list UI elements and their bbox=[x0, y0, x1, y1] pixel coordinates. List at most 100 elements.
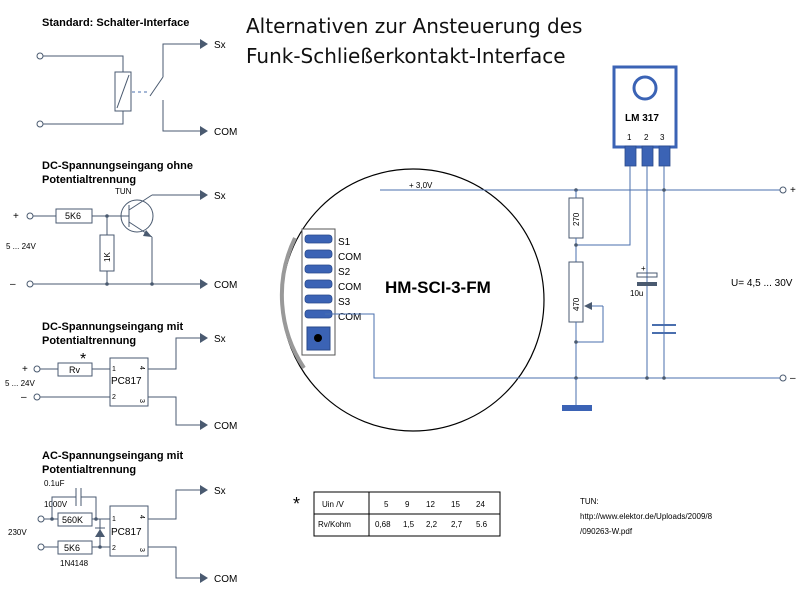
ac-voltage: 230V bbox=[8, 528, 27, 537]
section4-header-1: AC-Spannungseingang mit bbox=[42, 450, 184, 462]
cap-plus: + bbox=[641, 264, 646, 273]
table-cell: 5 bbox=[384, 500, 389, 509]
ac-cap-label: 0.1uF bbox=[44, 479, 65, 488]
resistor-rv-label: Rv bbox=[69, 365, 80, 375]
transistor-label: TUN bbox=[115, 187, 132, 196]
module-pin-label-com2: COM bbox=[338, 282, 361, 293]
module-pin-label-s3: S3 bbox=[338, 297, 351, 308]
note-line-2: http://www.elektor.de/Uploads/2009/8 bbox=[580, 512, 713, 521]
regulator-pin-3: 3 bbox=[660, 133, 665, 142]
table-cell: 2,7 bbox=[451, 520, 463, 529]
regulator-lm317 bbox=[612, 65, 678, 167]
output-minus: – bbox=[790, 373, 796, 384]
section2-sx: Sx bbox=[214, 191, 226, 202]
table-cell: 5.6 bbox=[476, 520, 488, 529]
ac-terminal-1 bbox=[37, 515, 45, 523]
pin-3-label: 3 bbox=[138, 399, 145, 403]
section1-com: COM bbox=[214, 127, 237, 138]
pin-s2 bbox=[304, 264, 333, 274]
ground-bar bbox=[562, 405, 592, 411]
arrow-com-icon bbox=[200, 573, 208, 583]
pin-4-label: 4 bbox=[138, 515, 145, 519]
switch-contact bbox=[149, 76, 164, 97]
arrow-sx-icon bbox=[200, 333, 208, 343]
potentiometer-470 bbox=[568, 261, 584, 323]
diode-1n4148 bbox=[95, 529, 105, 537]
module-pin-label-com3: COM bbox=[338, 312, 361, 323]
pin-1-label: 1 bbox=[112, 366, 116, 373]
input-terminal-1 bbox=[36, 52, 44, 60]
table-cell: 15 bbox=[451, 500, 460, 509]
ac-terminal-2 bbox=[37, 543, 45, 551]
section1-sx: Sx bbox=[214, 40, 226, 51]
pin-2-label: 2 bbox=[112, 394, 116, 401]
transistor-tun bbox=[120, 199, 154, 233]
pin-3-label: 3 bbox=[138, 548, 145, 552]
regulator-pin-2: 2 bbox=[644, 133, 649, 142]
pot-470-label: 470 bbox=[572, 297, 581, 311]
resistor-1k-label: 1K bbox=[103, 252, 112, 262]
cap-10u-label: 10u bbox=[630, 289, 643, 298]
title-line-1: Alternativen zur Ansteuerung des bbox=[246, 14, 582, 38]
section2-com: COM bbox=[214, 280, 237, 291]
section3-voltage: 5 ... 24V bbox=[5, 379, 35, 388]
resistor-560k-label: 560K bbox=[62, 515, 83, 525]
regulator-pin-1: 1 bbox=[627, 133, 632, 142]
optocoupler-label-1: PC817 bbox=[111, 376, 142, 387]
optocoupler-pc817-ac bbox=[109, 505, 149, 557]
mounting-hole-icon bbox=[632, 75, 658, 101]
section4-sx: Sx bbox=[214, 486, 226, 497]
dc-direct-circuit bbox=[26, 190, 208, 289]
section2-minus: – bbox=[10, 279, 16, 290]
capacitor-10u bbox=[636, 272, 658, 278]
optocoupler-label-2: PC817 bbox=[111, 527, 142, 538]
module-connector bbox=[301, 228, 336, 356]
switch-interface-circuit bbox=[36, 39, 208, 136]
section3-header-2: Potentialtrennung bbox=[42, 335, 136, 347]
section2-plus: + bbox=[13, 211, 19, 222]
output-plus-terminal bbox=[779, 186, 787, 194]
pin-s1 bbox=[304, 234, 333, 244]
module-pin-label-com1: COM bbox=[338, 252, 361, 263]
pin-2-label: 2 bbox=[112, 545, 116, 552]
section3-header-1: DC-Spannungseingang mit bbox=[42, 321, 184, 333]
dc-isolated-circuit bbox=[33, 333, 208, 430]
pin-com2 bbox=[304, 279, 333, 289]
section3-minus: – bbox=[21, 392, 27, 403]
pin-com1 bbox=[304, 249, 333, 259]
dc-iso-minus-terminal bbox=[33, 393, 41, 401]
resistor-5k6-label: 5K6 bbox=[65, 211, 81, 221]
pin-4-label: 4 bbox=[138, 366, 145, 370]
module-name: HM-SCI-3-FM bbox=[385, 278, 491, 297]
optocoupler-pc817 bbox=[109, 357, 149, 407]
dc-minus-terminal bbox=[26, 280, 34, 288]
table-cell: 2,2 bbox=[426, 520, 438, 529]
arrow-com-icon bbox=[200, 420, 208, 430]
section3-plus: + bbox=[22, 364, 28, 375]
dc-iso-plus-terminal bbox=[33, 365, 41, 373]
section3-star: * bbox=[80, 351, 86, 368]
table-cell: 0,68 bbox=[375, 520, 391, 529]
relay-coil bbox=[114, 71, 132, 112]
note-line-1: TUN: bbox=[580, 497, 599, 506]
dc-plus-terminal bbox=[26, 212, 34, 220]
table-cell: 1,5 bbox=[403, 520, 415, 529]
module-pin-label-s1: S1 bbox=[338, 237, 351, 248]
diode-label: 1N4148 bbox=[60, 559, 89, 568]
section2-header-2: Potentialtrennung bbox=[42, 174, 136, 186]
title-line-2: Funk-Schließerkontakt-Interface bbox=[246, 44, 566, 68]
ac-isolated-circuit bbox=[37, 485, 208, 583]
output-minus-terminal bbox=[779, 374, 787, 382]
pin-s3 bbox=[304, 294, 333, 304]
resistor-5k6-ac-label: 5K6 bbox=[64, 543, 80, 553]
table-star: * bbox=[293, 494, 300, 514]
resistor-270-label: 270 bbox=[572, 212, 581, 226]
table-row1-label: Uin /V bbox=[322, 500, 344, 509]
section2-voltage: 5 ... 24V bbox=[6, 242, 36, 251]
rail-voltage: + 3,0V bbox=[409, 181, 433, 190]
arrow-com-icon bbox=[200, 279, 208, 289]
note-line-3: /090263-W.pdf bbox=[580, 527, 633, 536]
input-terminal-2 bbox=[36, 120, 44, 128]
